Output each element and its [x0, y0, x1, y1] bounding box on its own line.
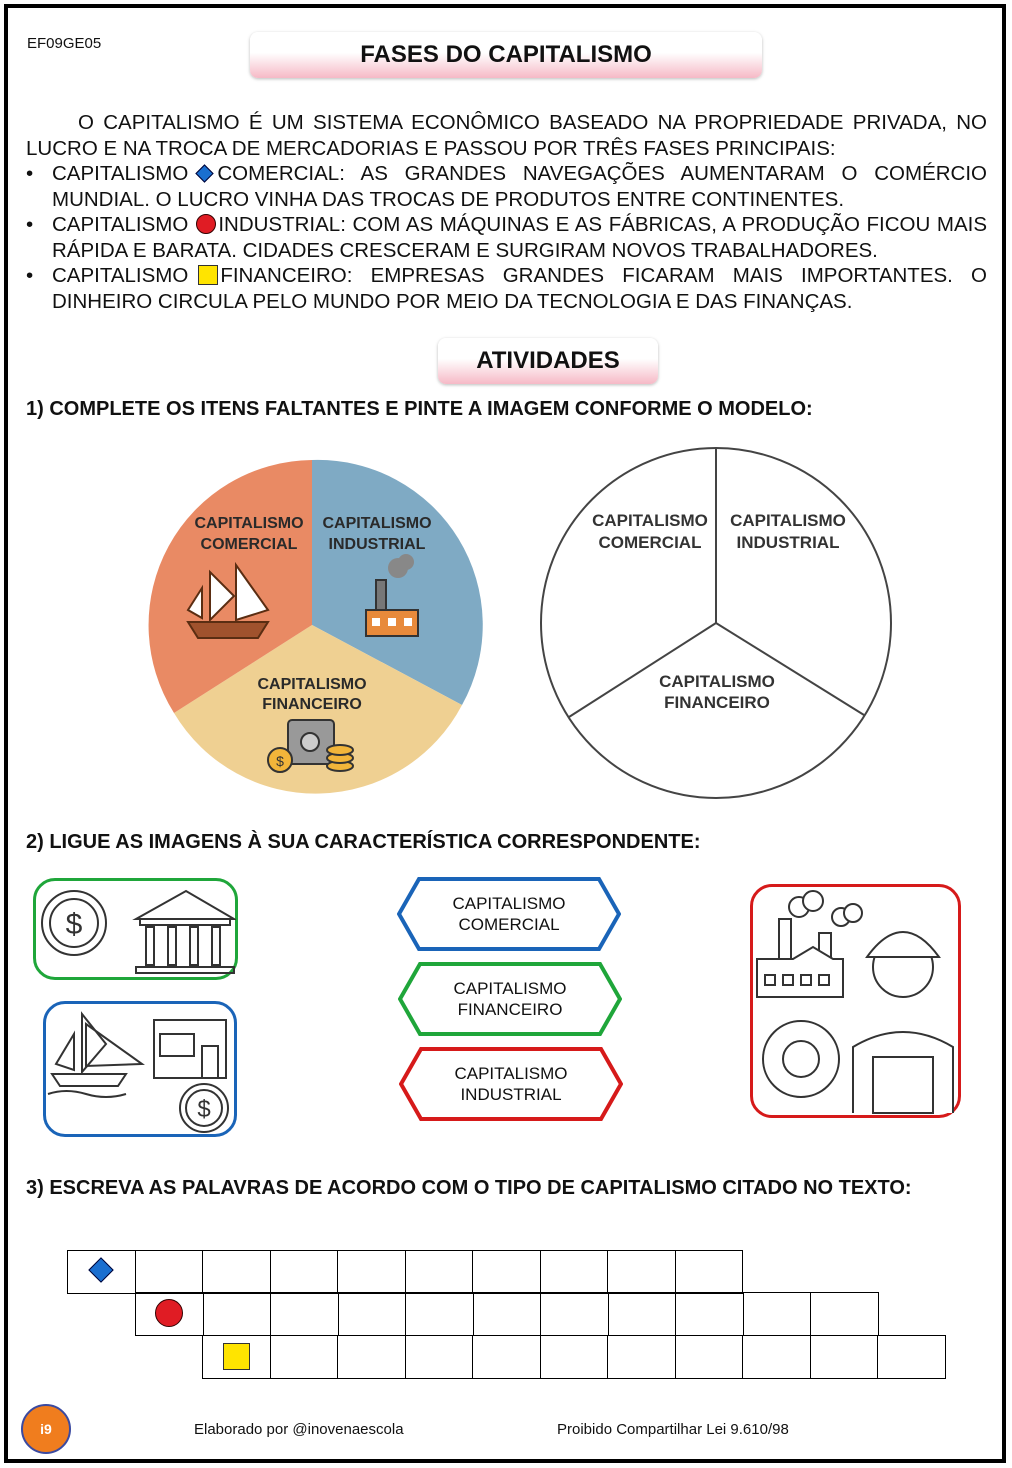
question-3: 3) ESCREVA AS PALAVRAS DE ACORDO COM O T… [26, 1177, 912, 1199]
circle-icon [155, 1299, 184, 1327]
letter-cell[interactable] [742, 1335, 811, 1379]
letter-cell[interactable] [134, 1250, 203, 1294]
word-grid-industrial[interactable] [135, 1292, 879, 1336]
letter-cell[interactable] [270, 1292, 339, 1336]
square-icon [198, 265, 219, 285]
svg-text:INDUSTRIAL: INDUSTRIAL [737, 533, 840, 552]
svg-text:$: $ [197, 1096, 210, 1123]
letter-cell[interactable] [810, 1292, 879, 1336]
letter-cell[interactable] [539, 1335, 608, 1379]
letter-cell[interactable] [269, 1250, 338, 1294]
label-text: COMERCIAL [458, 915, 560, 934]
factory-worker-icon [756, 890, 954, 1114]
image-card-financeiro[interactable]: $ [33, 878, 238, 980]
letter-cell[interactable] [472, 1292, 541, 1336]
letter-cell[interactable] [607, 1250, 676, 1294]
letter-cell[interactable] [269, 1335, 338, 1379]
label-industrial[interactable]: CAPITALISMO INDUSTRIAL [398, 1047, 624, 1121]
pie-slice-comercial [148, 460, 312, 713]
question-2: 2) LIGUE AS IMAGENS À SUA CARACTERÍSTICA… [26, 831, 701, 853]
logo: i9 [21, 1404, 71, 1454]
svg-text:CAPITALISMO: CAPITALISMO [322, 515, 431, 532]
svg-text:CAPITALISMO: CAPITALISMO [659, 672, 775, 691]
letter-cell[interactable] [607, 1292, 676, 1336]
label-text: FINANCEIRO [457, 1000, 563, 1019]
letter-cell[interactable] [337, 1250, 406, 1294]
letter-cell[interactable] [337, 1292, 406, 1336]
svg-text:INDUSTRIAL: INDUSTRIAL [329, 536, 426, 553]
ship-icon [186, 561, 270, 639]
label-financeiro[interactable]: CAPITALISMO FINANCEIRO [397, 962, 623, 1036]
letter-cell[interactable] [405, 1292, 474, 1336]
image-card-industrial[interactable] [750, 884, 961, 1118]
symbol-cell [202, 1335, 271, 1379]
image-card-comercial[interactable]: $ [43, 1001, 237, 1137]
footer-author: Elaborado por @inovenaescola [194, 1421, 404, 1438]
word-grid-comercial[interactable] [67, 1250, 743, 1294]
svg-text:CAPITALISMO: CAPITALISMO [257, 676, 366, 693]
page-title: FASES DO CAPITALISMO [250, 32, 762, 78]
square-icon [222, 1342, 250, 1370]
intro-paragraph: O CAPITALISMO É UM SISTEMA ECONÔMICO BAS… [26, 111, 987, 160]
letter-cell[interactable] [472, 1250, 541, 1294]
svg-text:FINANCEIRO: FINANCEIRO [664, 693, 770, 712]
footer-rights: Proibido Compartilhar Lei 9.610/98 [557, 1421, 789, 1438]
letter-cell[interactable] [472, 1335, 541, 1379]
label-text: CAPITALISMO [454, 1064, 568, 1083]
blank-pie-chart[interactable]: CAPITALISMO COMERCIAL CAPITALISMO INDUSTRI… [538, 445, 898, 805]
letter-cell[interactable] [539, 1250, 608, 1294]
label-comercial[interactable]: CAPITALISMO COMERCIAL [396, 877, 622, 951]
svg-text:$: $ [276, 753, 284, 769]
letter-cell[interactable] [674, 1335, 743, 1379]
word-grid-financeiro[interactable] [202, 1335, 946, 1379]
svg-text:$: $ [66, 908, 83, 941]
svg-text:COMERCIAL: COMERCIAL [201, 536, 298, 553]
svg-text:FINANCEIRO: FINANCEIRO [262, 696, 362, 713]
curriculum-code: EF09GE05 [27, 35, 102, 52]
factory-icon [365, 554, 419, 637]
pie-slice-financeiro [174, 625, 462, 794]
letter-cell[interactable] [675, 1292, 744, 1336]
letter-cell[interactable] [809, 1335, 878, 1379]
svg-text:CAPITALISMO: CAPITALISMO [730, 511, 846, 530]
letter-cell[interactable] [337, 1335, 406, 1379]
page-border [4, 4, 1006, 1463]
circle-icon [196, 214, 217, 234]
label-text: CAPITALISMO [453, 979, 567, 998]
svg-text:CAPITALISMO: CAPITALISMO [194, 515, 303, 532]
diamond-icon [195, 164, 215, 183]
intro-text: O CAPITALISMO É UM SISTEMA ECONÔMICO BAS… [26, 110, 987, 314]
label-text: CAPITALISMO [452, 894, 566, 913]
model-pie-chart: CAPITALISMO COMERCIAL CAPITALISMO INDUSTRI… [148, 459, 483, 794]
diamond-icon [88, 1256, 114, 1283]
safe-coins-icon: $ [267, 719, 354, 773]
letter-cell[interactable] [202, 1250, 271, 1294]
svg-text:COMERCIAL: COMERCIAL [599, 533, 702, 552]
symbol-cell [67, 1250, 136, 1294]
letter-cell[interactable] [540, 1292, 609, 1336]
activities-title: ATIVIDADES [438, 338, 658, 384]
letter-cell[interactable] [404, 1250, 473, 1294]
letter-cell[interactable] [877, 1335, 946, 1379]
pie-slice-industrial [312, 459, 483, 705]
label-text: INDUSTRIAL [460, 1085, 562, 1104]
question-1: 1) COMPLETE OS ITENS FALTANTES E PINTE A… [26, 398, 813, 420]
symbol-cell [135, 1292, 204, 1336]
letter-cell[interactable] [674, 1250, 743, 1294]
letter-cell[interactable] [404, 1335, 473, 1379]
svg-text:CAPITALISMO: CAPITALISMO [592, 511, 708, 530]
ship-store-coin-icon: $ [47, 1011, 229, 1133]
letter-cell[interactable] [742, 1292, 811, 1336]
coin-bank-icon: $ [41, 889, 238, 974]
letter-cell[interactable] [202, 1292, 271, 1336]
letter-cell[interactable] [607, 1335, 676, 1379]
